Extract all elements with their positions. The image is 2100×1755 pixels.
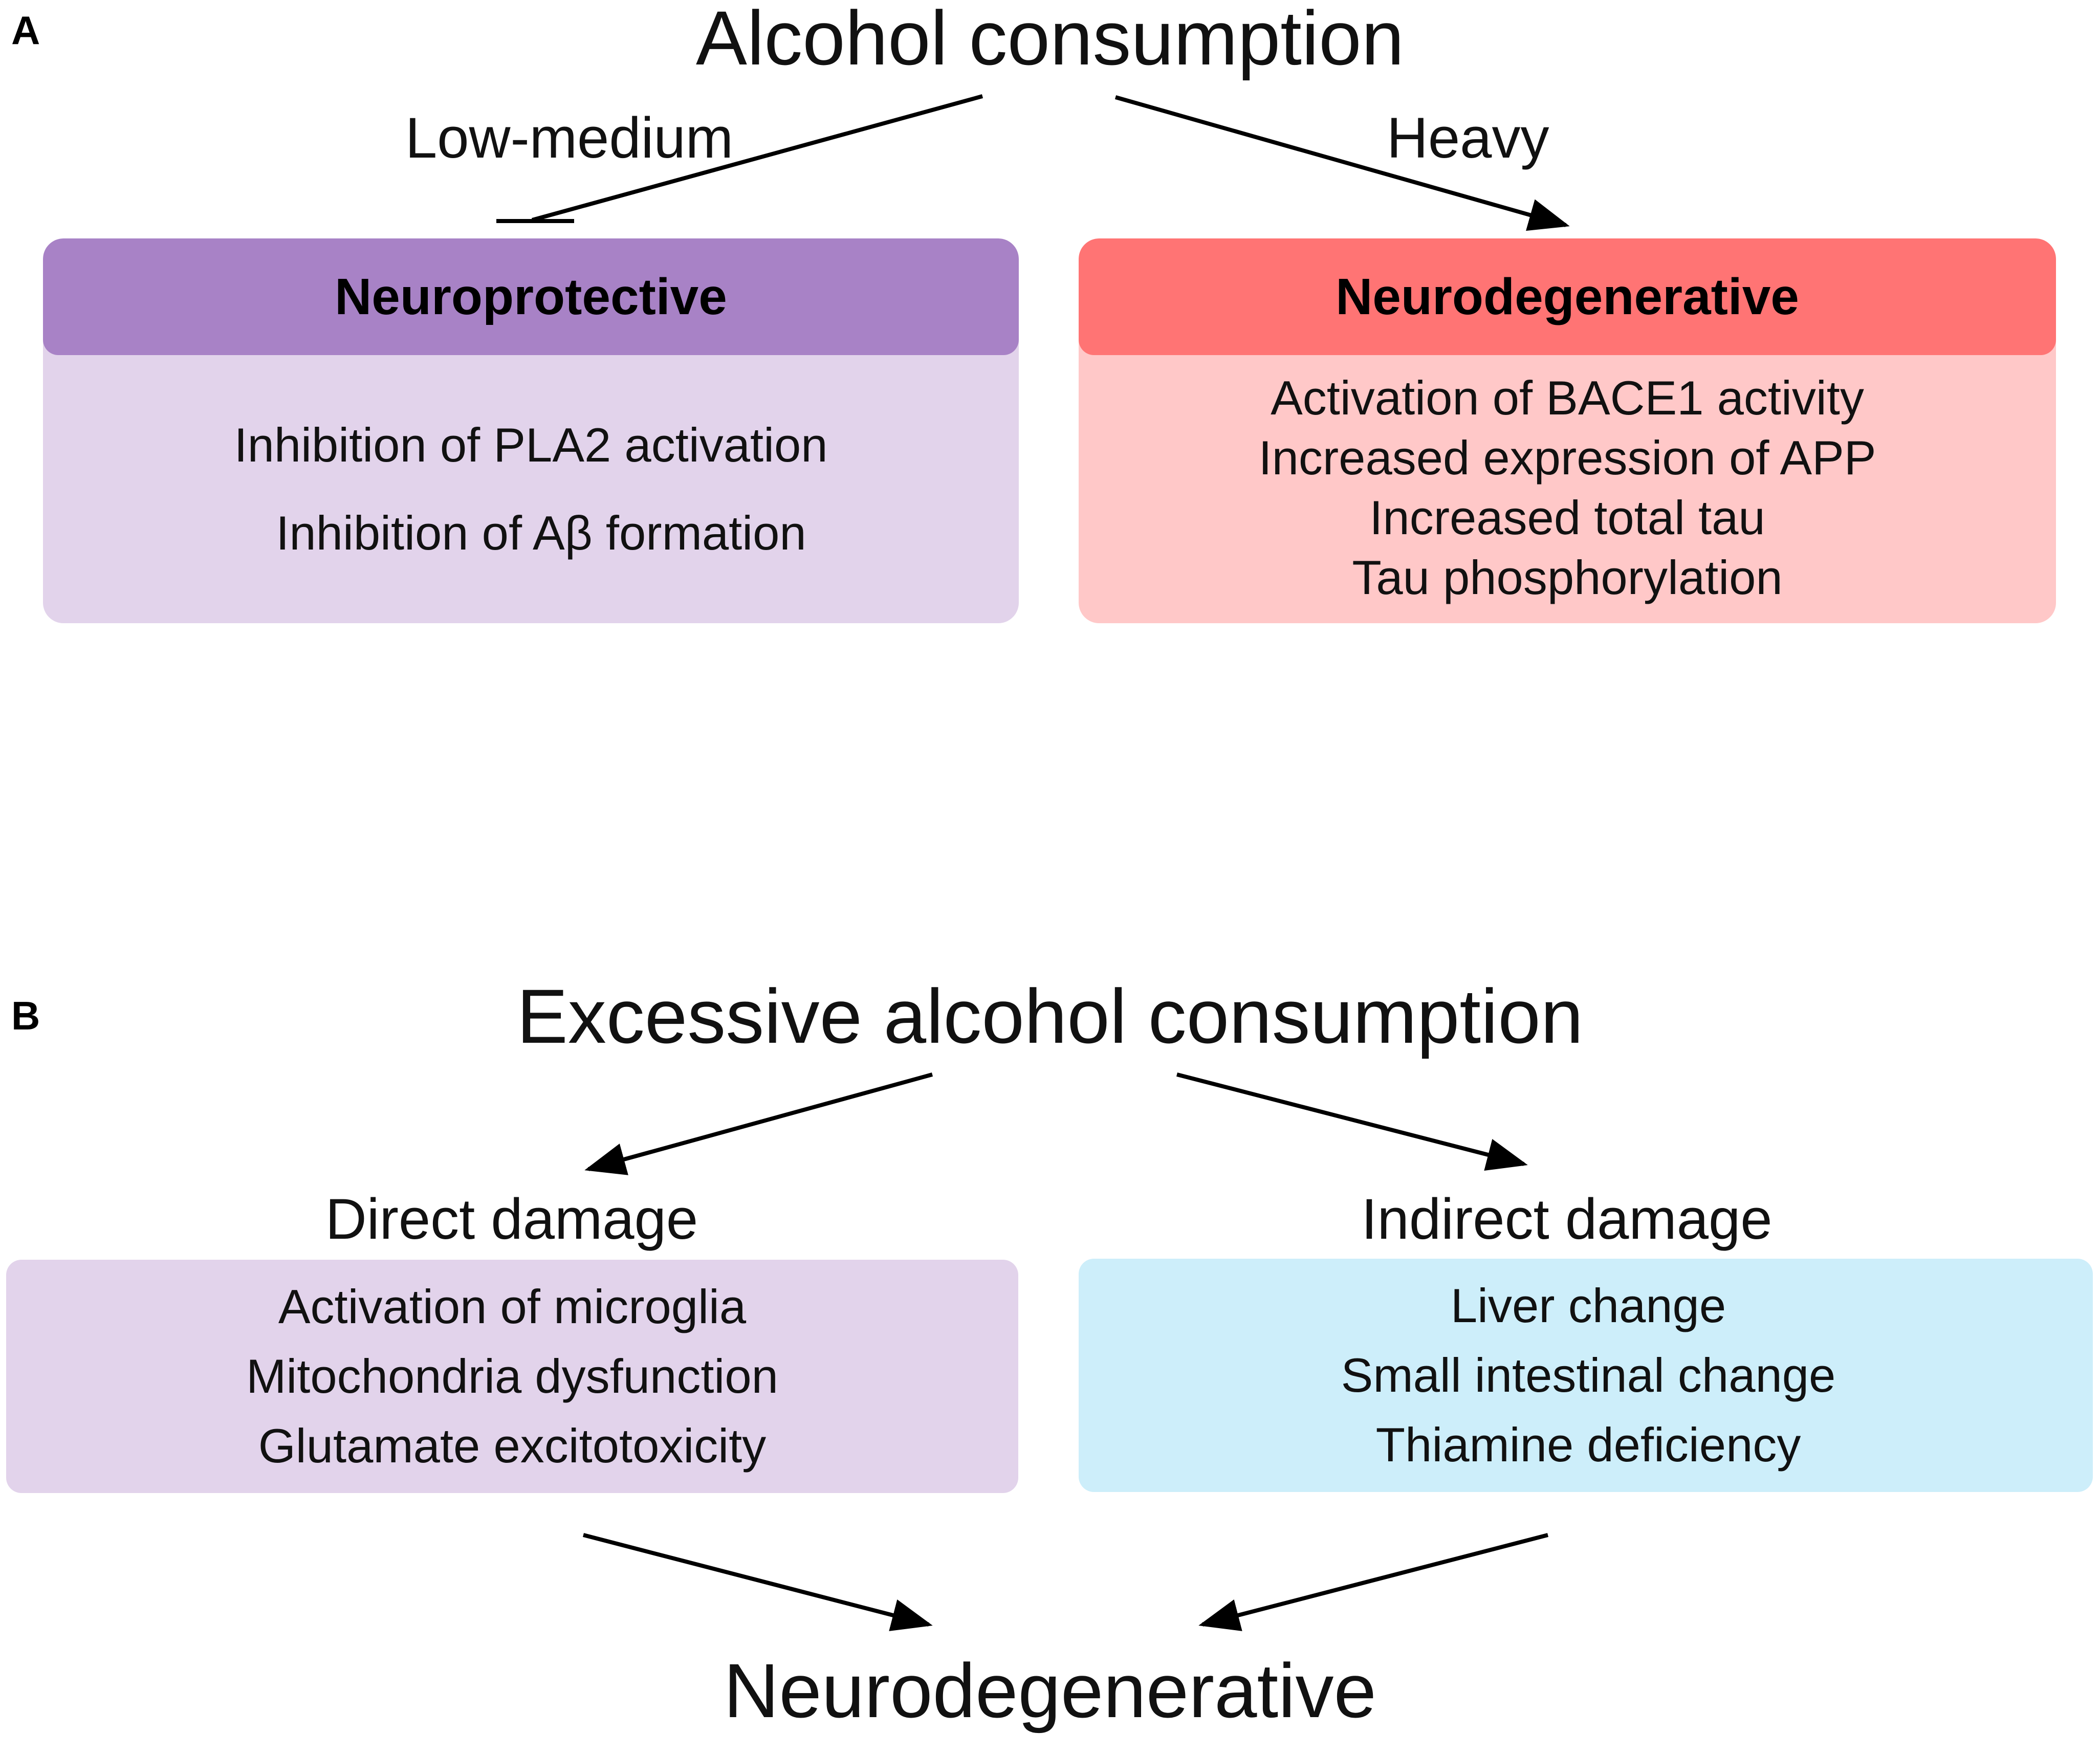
panel-label-a: A [11,8,40,53]
neurodegenerative-header-label: Neurodegenerative [1336,268,1799,325]
neurodegenerative-item: Tau phosphorylation [1352,551,1783,604]
panel-a-title: Alcohol consumption [695,0,1405,81]
neurodegenerative-item: Increased total tau [1369,491,1765,544]
arrow-indirect-to-outcome [1198,1533,1549,1631]
direct-damage-item: Mitochondria dysfunction [246,1349,778,1403]
neuroprotective-header: Neuroprotective [43,238,1019,355]
outcome-neurodegenerative: Neurodegenerative [724,1648,1376,1734]
indirect-damage-item: Thiamine deficiency [1375,1418,1801,1472]
indirect-damage-heading: Indirect damage [1361,1187,1773,1251]
neurodegenerative-box: Neurodegenerative Activation of BACE1 ac… [1079,238,2056,623]
neuroprotective-item: Inhibition of PLA2 activation [234,418,828,472]
neurodegenerative-item: Activation of BACE1 activity [1271,371,1864,425]
neurodegenerative-item: Increased expression of APP [1258,431,1876,485]
inhibition-connector-low-medium [531,94,983,222]
indirect-damage-item: Small intestinal change [1341,1348,1836,1402]
panel-label-b: B [11,993,40,1038]
direct-damage-heading: Direct damage [325,1187,698,1251]
branch-label-heavy: Heavy [1387,106,1549,170]
branch-label-low-medium: Low-medium [405,106,734,170]
arrow-heavy [1114,95,1570,231]
arrow-direct-to-outcome [582,1533,933,1631]
direct-damage-item: Glutamate excitotoxicity [258,1419,767,1473]
neurodegenerative-header: Neurodegenerative [1079,238,2056,355]
direct-damage-box: Activation of microglia Mitochondria dys… [6,1260,1018,1493]
arrow-to-direct-damage [584,1072,933,1175]
panel-b-title: Excessive alcohol consumption [516,973,1584,1059]
neuroprotective-box: Neuroprotective Inhibition of PLA2 activ… [43,238,1019,623]
direct-damage-item: Activation of microglia [278,1280,747,1333]
neuroprotective-item: Inhibition of Aβ formation [276,506,806,560]
indirect-damage-box: Liver change Small intestinal change Thi… [1079,1259,2093,1492]
indirect-damage-item: Liver change [1450,1279,1726,1332]
arrow-to-indirect-damage [1176,1072,1528,1171]
neuroprotective-header-label: Neuroprotective [335,268,727,325]
